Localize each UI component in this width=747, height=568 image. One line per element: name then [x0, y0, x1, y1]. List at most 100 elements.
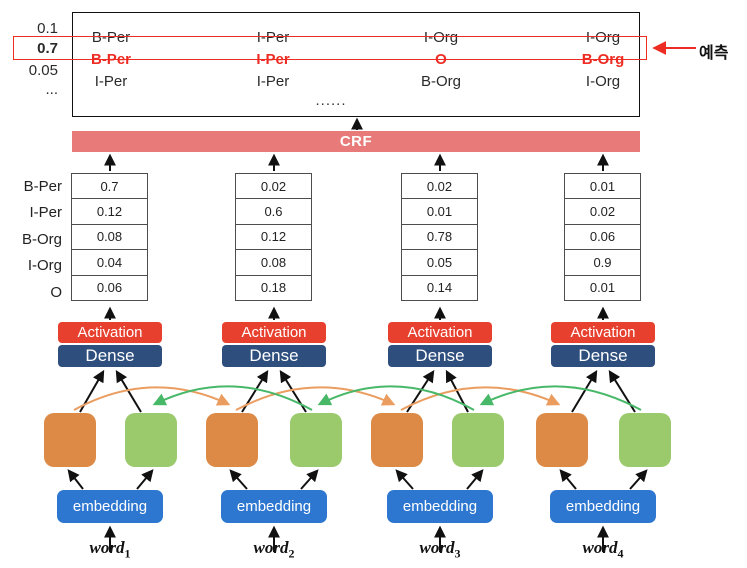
ellipsis-row: ...... [315, 92, 347, 109]
word-label-2: word2 [214, 538, 334, 561]
probability-value: 0.12 [71, 198, 148, 225]
dense-label: Dense [85, 346, 135, 365]
activation-label: Activation [407, 324, 473, 341]
probability-column-4: 0.01 0.02 0.06 0.9 0.01 [564, 173, 641, 301]
embedding-label: embedding [72, 498, 148, 515]
dense-label: Dense [578, 346, 628, 365]
arrow-emb-to-forward [559, 469, 577, 490]
embedding-box-3: embedding [387, 490, 493, 523]
probability-value: 0.12 [235, 223, 312, 251]
candidate-tag: I-Per [256, 73, 290, 90]
arrow-emb-to-backward [300, 469, 319, 490]
candidate-tag: B-Per [91, 29, 131, 46]
word-subscript: 1 [124, 546, 131, 561]
embedding-label: embedding [565, 498, 641, 515]
embedding-box-4: embedding [550, 490, 656, 523]
probability-value: 0.04 [71, 249, 148, 276]
arrow-emb-to-backward [466, 469, 484, 490]
activation-box-4: Activation [551, 322, 655, 343]
candidate-tag: I-Per [256, 29, 290, 46]
tag-label: I-Org [27, 257, 62, 274]
dense-label: Dense [249, 346, 299, 365]
probability-value: 0.06 [71, 274, 148, 301]
word-subscript: 2 [288, 546, 295, 561]
word-base: word [419, 538, 455, 557]
embedding-box-1: embedding [57, 490, 163, 523]
arrow-backward-to-dense [279, 369, 307, 413]
crf-label: CRF [339, 133, 373, 150]
activation-box-1: Activation [58, 322, 162, 343]
arrow-backward-to-dense [445, 369, 469, 413]
arrow-forward-to-dense [79, 369, 105, 413]
candidate-tag: I-Org [585, 73, 621, 90]
probability-value: 0.08 [235, 249, 312, 276]
arrow-emb-to-forward [395, 469, 414, 490]
probability-value: 0.06 [564, 223, 641, 251]
word-base: word [89, 538, 125, 557]
probability-value: 0.14 [401, 274, 478, 301]
word-subscript: 3 [454, 546, 461, 561]
backward-lstm-cell-2 [290, 413, 342, 467]
probability-column-1: 0.7 0.12 0.08 0.04 0.06 [71, 173, 148, 301]
word-base: word [253, 538, 289, 557]
candidate-sequences-table: B-Per I-Per I-Org I-Org B-Per I-Per O B-… [72, 12, 640, 117]
backward-lstm-cell-1 [125, 413, 177, 467]
forward-recurrent-arc [235, 386, 396, 411]
word-label-3: word3 [380, 538, 500, 561]
probability-value: 0.02 [564, 198, 641, 225]
arrow-backward-to-dense [608, 369, 636, 413]
arrow-emb-to-forward [229, 469, 248, 490]
word-base: word [582, 538, 618, 557]
arrow-emb-to-forward [67, 469, 84, 490]
arrow-emb-to-backward [629, 469, 648, 490]
activation-box-2: Activation [222, 322, 326, 343]
tag-label: B-Per [23, 178, 62, 195]
sequence-score: ... [45, 81, 58, 98]
probability-value: 0.78 [401, 223, 478, 251]
dense-box-3: Dense [388, 345, 492, 367]
prediction-label: 예측 [699, 45, 729, 62]
probability-value: 0.02 [401, 173, 478, 200]
sequence-score: 0.05 [28, 62, 58, 79]
backward-recurrent-arc [317, 385, 475, 411]
activation-label: Activation [77, 324, 143, 341]
arrow-backward-to-dense [115, 369, 142, 413]
arrow-forward-to-dense [571, 369, 598, 413]
embedding-label: embedding [236, 498, 312, 515]
probability-value: 0.01 [564, 274, 641, 301]
probability-value: 0.7 [71, 173, 148, 200]
arrow-forward-to-dense [406, 369, 435, 413]
probability-value: 0.05 [401, 249, 478, 276]
probability-value: 0.01 [401, 198, 478, 225]
dense-box-4: Dense [551, 345, 655, 367]
candidate-tag: I-Org [585, 29, 621, 46]
backward-recurrent-arc [152, 385, 313, 411]
candidate-tag: I-Per [94, 73, 128, 90]
forward-recurrent-arc [73, 386, 231, 411]
backward-lstm-cell-4 [619, 413, 671, 467]
crf-layer: CRF [72, 131, 640, 152]
dense-box-1: Dense [58, 345, 162, 367]
backward-recurrent-arc [479, 385, 642, 411]
forward-recurrent-arc [400, 386, 561, 411]
dense-label: Dense [415, 346, 465, 365]
forward-lstm-cell-4 [536, 413, 588, 467]
probability-column-3: 0.02 0.01 0.78 0.05 0.14 [401, 173, 478, 301]
embedding-box-2: embedding [221, 490, 327, 523]
probability-value: 0.6 [235, 198, 312, 225]
probability-value: 0.08 [71, 223, 148, 251]
activation-box-3: Activation [388, 322, 492, 343]
sequence-score: 0.1 [37, 20, 58, 37]
forward-lstm-cell-3 [371, 413, 423, 467]
tag-label: B-Org [21, 231, 62, 248]
forward-lstm-cell-2 [206, 413, 258, 467]
word-subscript: 4 [617, 546, 624, 561]
tag-label: O [50, 284, 62, 301]
candidate-tag: B-Org [581, 51, 625, 68]
activation-label: Activation [570, 324, 636, 341]
word-label-1: word1 [50, 538, 170, 561]
probability-value: 0.9 [564, 249, 641, 276]
backward-lstm-cell-3 [452, 413, 504, 467]
candidate-tag: I-Per [256, 51, 290, 68]
